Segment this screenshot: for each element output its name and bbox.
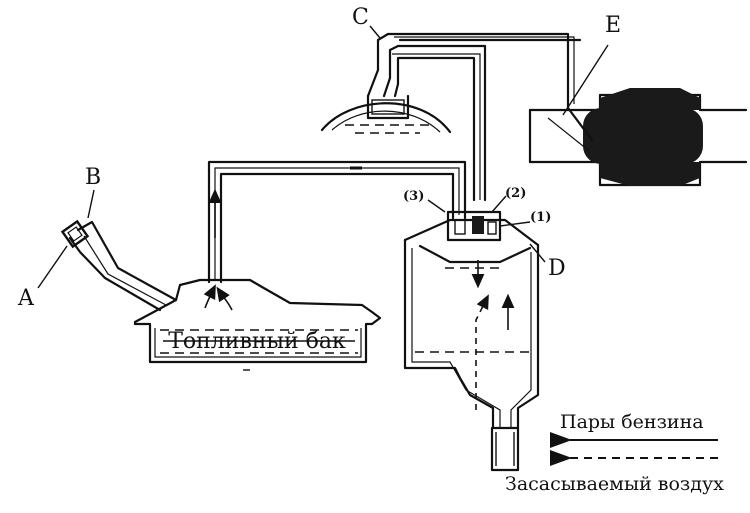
label-a: A (17, 286, 35, 311)
carburetor-c (320, 25, 582, 202)
label-part2: (2) (505, 186, 526, 201)
legend: Пары бензина Засасываемый воздух (505, 411, 724, 495)
intake-core (583, 108, 703, 164)
intake-e (528, 44, 748, 187)
legend-air-label: Засасываемый воздух (505, 473, 724, 495)
vapor-line-tank (207, 160, 467, 284)
filler-neck (37, 189, 178, 312)
label-part1: (1) (530, 210, 551, 225)
label-e: E (605, 13, 621, 38)
fuel-tank: Топливный бак (133, 278, 382, 371)
label-c: C (352, 5, 369, 30)
label-d: D (548, 256, 566, 281)
charcoal-canister-d (403, 195, 546, 472)
label-part3: (3) (403, 189, 424, 204)
legend-vapor-label: Пары бензина (560, 411, 704, 433)
filler-cap (60, 219, 90, 249)
label-b: B (85, 165, 101, 190)
